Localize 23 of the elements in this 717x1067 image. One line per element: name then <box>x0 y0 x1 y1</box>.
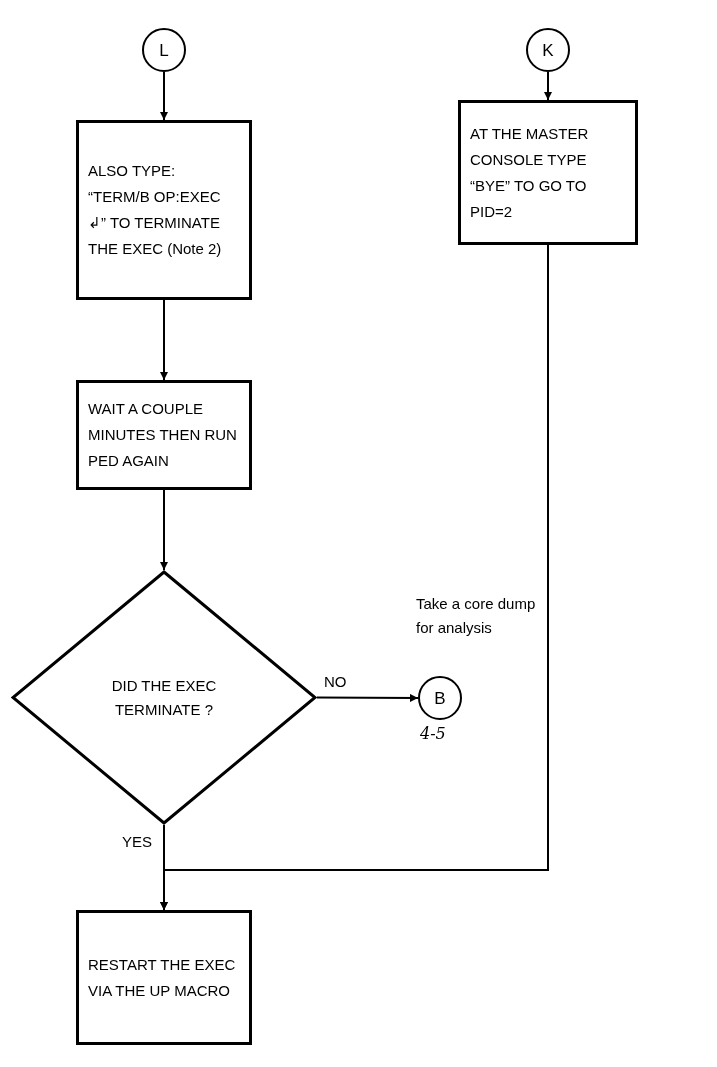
node-text: RESTART THE EXEC VIA THE UP MACRO <box>88 954 237 1001</box>
arrow <box>160 299 168 381</box>
note-text: Take a core dump for analysis <box>416 594 536 638</box>
arrow <box>160 244 549 911</box>
node-text: K <box>542 41 554 59</box>
node-text: ALSO TYPE: “TERM/B OP:EXEC ↲” TO TERMINATE THE EXEC (Note 2) <box>88 161 223 259</box>
edge-label: YES <box>120 834 154 849</box>
node-text: WAIT A COUPLE MINUTES THEN RUN PED AGAIN <box>88 399 238 471</box>
arrow <box>160 71 168 121</box>
process-box <box>76 910 252 1045</box>
process-box <box>76 120 252 300</box>
edge-label: NO <box>322 674 349 689</box>
arrow <box>316 693 419 702</box>
node-text: AT THE MASTER CONSOLE TYPE “BYE” TO GO TO PID=2 <box>470 123 590 222</box>
page-reference: 4-5 <box>420 726 446 742</box>
node-text: L <box>159 41 169 59</box>
decision-diamond <box>11 570 317 825</box>
arrow <box>544 71 552 101</box>
node-text: B <box>434 689 446 707</box>
arrow <box>160 489 168 571</box>
process-box <box>458 100 638 245</box>
node-text: DID THE EXEC TERMINATE ? <box>110 675 218 720</box>
process-box <box>76 380 252 490</box>
